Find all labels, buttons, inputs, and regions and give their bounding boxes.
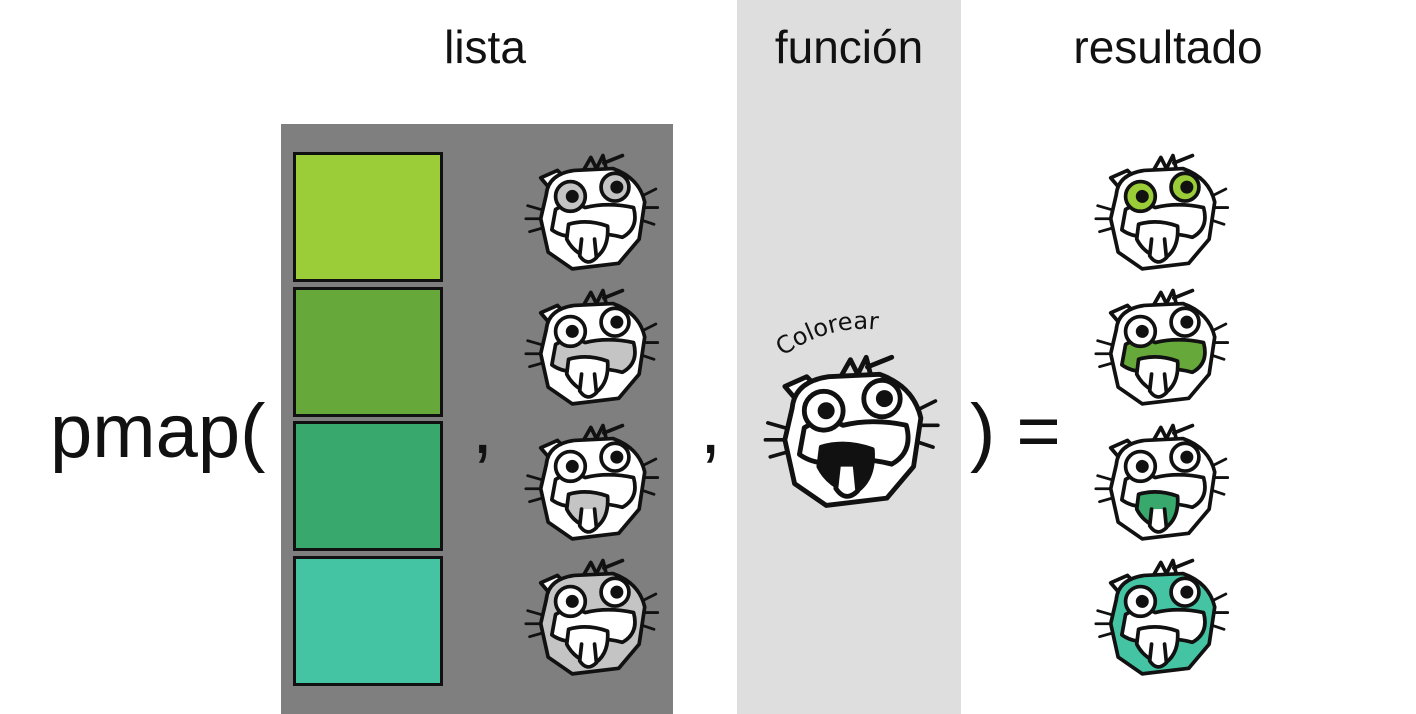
critter-list-2 — [524, 288, 660, 406]
critter-list-4 — [524, 558, 660, 676]
function-critter-group: Colorear — [740, 300, 960, 530]
color-swatch-2 — [293, 287, 443, 417]
critter-result-4 — [1094, 558, 1230, 676]
critter-result-1 — [1094, 153, 1230, 271]
comma-2: , — [700, 385, 722, 470]
header-lista: lista — [444, 21, 526, 73]
header-resultado: resultado — [1073, 21, 1263, 73]
critter-function — [763, 354, 940, 508]
comma-1: , — [472, 385, 494, 470]
critter-result-2 — [1094, 288, 1230, 406]
header-funcion: función — [774, 21, 924, 73]
color-swatch-3 — [293, 421, 443, 551]
color-swatch-1 — [293, 152, 443, 282]
close-equals: ) = — [970, 389, 1061, 474]
critter-list-1 — [524, 153, 660, 271]
function-label-arc: Colorear — [771, 307, 880, 362]
function-panel — [737, 0, 961, 714]
color-swatch-4 — [293, 556, 443, 686]
critter-list-3 — [524, 423, 660, 541]
pmap-call: pmap( — [50, 389, 266, 474]
critter-result-3 — [1094, 423, 1230, 541]
